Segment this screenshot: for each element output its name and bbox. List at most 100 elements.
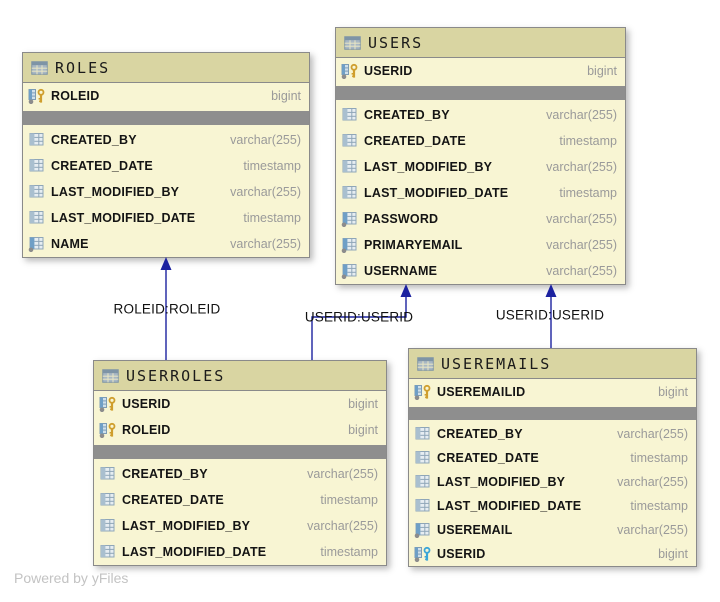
column-name: CREATED_DATE bbox=[364, 134, 466, 148]
column-type: timestamp bbox=[320, 545, 378, 559]
column-icon bbox=[341, 185, 360, 201]
column-name: LAST_MODIFIED_BY bbox=[437, 475, 566, 489]
column-name: CREATED_BY bbox=[51, 133, 137, 147]
table-row-primaryemail[interactable]: PRIMARYEMAIL varchar(255) bbox=[336, 232, 625, 258]
table-row-roleid[interactable]: ROLEID bigint bbox=[23, 83, 309, 109]
primary-key-icon bbox=[414, 384, 433, 400]
foreign-key-icon bbox=[414, 546, 433, 562]
column-type: bigint bbox=[348, 397, 378, 411]
column-name: CREATED_DATE bbox=[122, 493, 224, 507]
table-row-useremail[interactable]: USEREMAIL varchar(255) bbox=[409, 518, 696, 542]
column-type: varchar(255) bbox=[617, 523, 688, 537]
column-name: PRIMARYEMAIL bbox=[364, 238, 463, 252]
table-row-username[interactable]: USERNAME varchar(255) bbox=[336, 258, 625, 284]
arrowhead-icon bbox=[545, 284, 557, 297]
column-type: varchar(255) bbox=[230, 185, 301, 199]
column-icon bbox=[28, 210, 47, 226]
column-type: timestamp bbox=[320, 493, 378, 507]
table-title: ROLES bbox=[55, 58, 111, 77]
column-type: varchar(255) bbox=[546, 238, 617, 252]
column-name: USEREMAILID bbox=[437, 385, 526, 399]
column-type: timestamp bbox=[559, 186, 617, 200]
column-icon bbox=[99, 544, 118, 560]
key-body-separator bbox=[409, 405, 696, 422]
table-row-userid[interactable]: USERID bigint bbox=[409, 542, 696, 566]
column-type: timestamp bbox=[559, 134, 617, 148]
column-name: USEREMAIL bbox=[437, 523, 513, 537]
powered-by-yfiles-label: Powered by yFiles bbox=[14, 570, 129, 586]
column-type: timestamp bbox=[630, 451, 688, 465]
column-icon bbox=[341, 133, 360, 149]
primary-key-icon bbox=[99, 422, 118, 438]
column-icon bbox=[414, 450, 433, 466]
column-notnull-icon bbox=[341, 263, 360, 279]
column-name: ROLEID bbox=[51, 89, 100, 103]
column-type: bigint bbox=[271, 89, 301, 103]
edge-label-userid-useremails[interactable]: USERID:USERID bbox=[495, 307, 605, 323]
key-body-separator bbox=[94, 443, 386, 461]
arrowhead-icon bbox=[400, 284, 412, 297]
column-type: bigint bbox=[658, 547, 688, 561]
column-name: USERID bbox=[437, 547, 486, 561]
column-icon bbox=[28, 184, 47, 200]
edge-label-roleid[interactable]: ROLEID:ROLEID bbox=[113, 301, 221, 317]
column-type: bigint bbox=[587, 64, 617, 78]
column-name: CREATED_BY bbox=[437, 427, 523, 441]
separator-bar bbox=[23, 111, 309, 125]
column-type: timestamp bbox=[630, 499, 688, 513]
table-header[interactable]: USERS bbox=[336, 28, 625, 58]
column-type: varchar(255) bbox=[546, 212, 617, 226]
column-name: USERNAME bbox=[364, 264, 438, 278]
column-notnull-icon bbox=[414, 522, 433, 538]
column-name: LAST_MODIFIED_DATE bbox=[51, 211, 196, 225]
table-row-last_modified_date[interactable]: LAST_MODIFIED_DATE timestamp bbox=[23, 205, 309, 231]
table-title: USERROLES bbox=[126, 366, 226, 385]
column-name: CREATED_BY bbox=[122, 467, 208, 481]
column-name: LAST_MODIFIED_DATE bbox=[437, 499, 582, 513]
table-row-last_modified_date[interactable]: LAST_MODIFIED_DATE timestamp bbox=[409, 494, 696, 518]
primary-key-icon bbox=[28, 88, 47, 104]
table-header[interactable]: USEREMAILS bbox=[409, 349, 696, 379]
separator-bar bbox=[336, 86, 625, 100]
edge-label-userid-userroles[interactable]: USERID:USERID bbox=[304, 309, 414, 325]
separator-bar bbox=[409, 407, 696, 420]
column-type: varchar(255) bbox=[546, 160, 617, 174]
column-icon bbox=[414, 426, 433, 442]
column-icon bbox=[99, 492, 118, 508]
table-row-last_modified_date[interactable]: LAST_MODIFIED_DATE timestamp bbox=[94, 539, 386, 565]
key-body-separator bbox=[23, 109, 309, 127]
table-row-created_date[interactable]: CREATED_DATE timestamp bbox=[336, 128, 625, 154]
column-icon bbox=[414, 498, 433, 514]
column-type: bigint bbox=[658, 385, 688, 399]
column-type: timestamp bbox=[243, 211, 301, 225]
column-name: LAST_MODIFIED_DATE bbox=[122, 545, 267, 559]
table-icon bbox=[102, 368, 119, 383]
table-header[interactable]: ROLES bbox=[23, 53, 309, 83]
table-row-created_date[interactable]: CREATED_DATE timestamp bbox=[94, 487, 386, 513]
column-type: varchar(255) bbox=[546, 264, 617, 278]
table-row-useremailid[interactable]: USEREMAILID bigint bbox=[409, 379, 696, 405]
table-header[interactable]: USERROLES bbox=[94, 361, 386, 391]
